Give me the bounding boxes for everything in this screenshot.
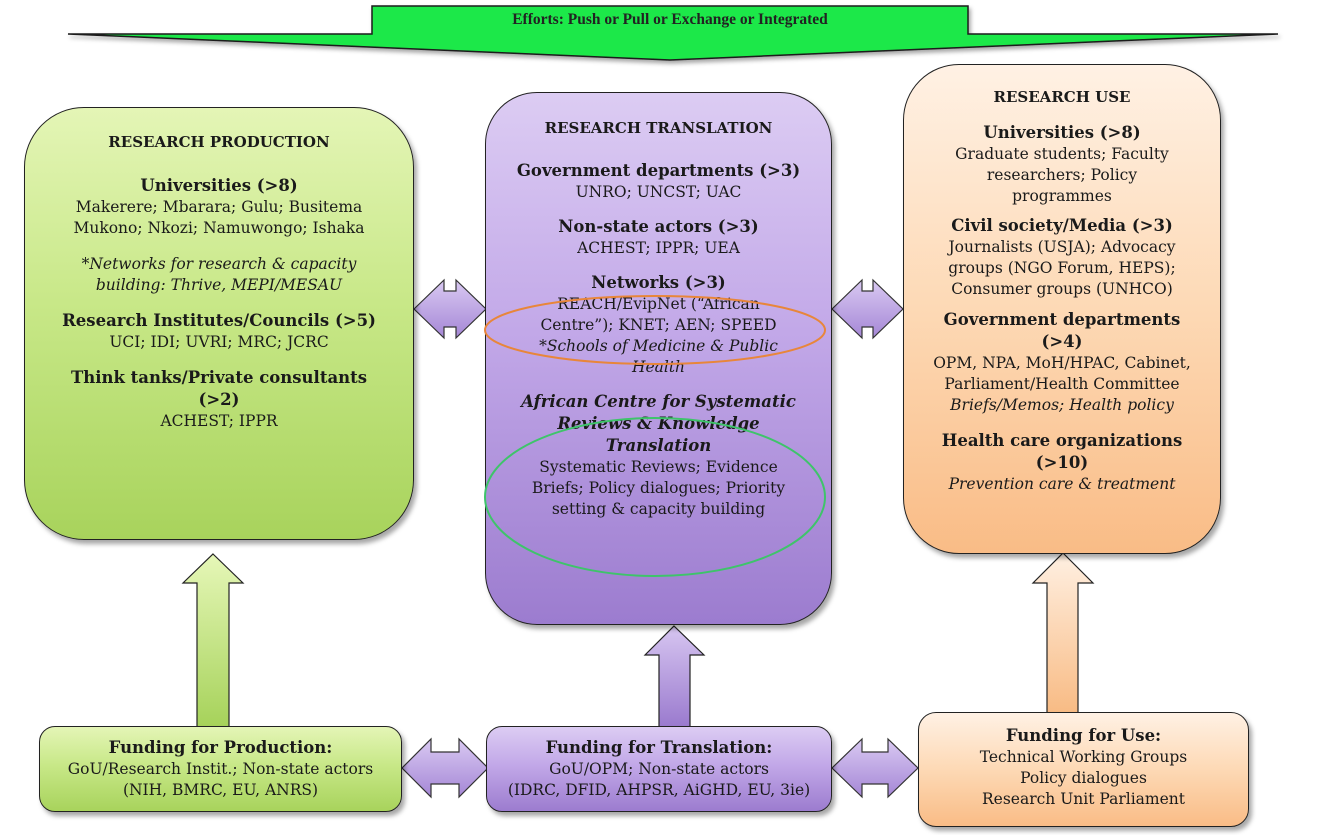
translation-acsr-line: Systematic Reviews; Evidence [539,458,778,476]
efforts-banner-arrow [67,5,1279,61]
use-universities-line: Graduate students; Faculty [955,145,1169,163]
use-title: RESEARCH USE [993,88,1131,106]
funding-translation-title: Funding for Translation: [545,738,773,757]
production-institutes-line: UCI; IDI; UVRI; MRC; JCRC [109,333,329,351]
use-health-heading: Health care organizations [941,431,1183,450]
funding-use-line: Technical Working Groups [979,748,1188,766]
production-thinktanks-heading: (>2) [198,390,240,409]
production-networks-note: building: Thrive, MEPI/MESAU [95,276,343,294]
translation-schools-note: *Schools of Medicine & Public [539,337,778,355]
production-universities-line: Mukono; Nkozi; Namuwongo; Ishaka [73,219,365,237]
double-arrow-funding-production-translation [401,737,489,799]
translation-acsr-heading: Translation [605,436,712,455]
funding-production-box: Funding for Production: GoU/Research Ins… [39,726,402,812]
production-thinktanks-line: ACHEST; IPPR [160,412,278,430]
funding-use-title: Funding for Use: [1005,726,1162,745]
double-arrow-funding-translation-use [831,737,919,799]
use-gov-heading: (>4) [1041,332,1083,351]
production-universities-line: Makerere; Mbarara; Gulu; Busitema [75,198,363,216]
double-arrow-production-translation [413,278,487,340]
funding-production-line: (NIH, BMRC, EU, ANRS) [122,781,319,799]
translation-acsr-heading: African Centre for Systematic [521,392,796,411]
use-civil-line: Consumer groups (UNHCO) [951,280,1173,298]
production-institutes-heading: Research Institutes/Councils (>5) [62,311,376,330]
funding-production-title: Funding for Production: [108,738,333,757]
translation-nonstate-line: ACHEST; IPPR; UEA [577,239,740,257]
use-gov-line: Parliament/Health Committee [944,375,1180,393]
translation-gov-line: UNRO; UNCST; UAC [575,183,742,201]
use-civil-line: groups (NGO Forum, HEPS); [948,259,1176,277]
translation-nonstate-heading: Non-state actors (>3) [558,217,759,236]
use-gov-note: Briefs/Memos; Health policy [950,396,1174,414]
translation-gov-heading: Government departments (>3) [516,161,801,180]
up-arrow-translation [643,625,706,728]
translation-networks-heading: Networks (>3) [591,273,726,292]
translation-title: RESEARCH TRANSLATION [544,119,773,137]
funding-production-line: GoU/Research Instit.; Non-state actors [67,760,374,778]
funding-use-line: Research Unit Parliament [982,790,1185,808]
use-civil-line: Journalists (USJA); Advocacy [948,238,1176,256]
production-title: RESEARCH PRODUCTION [108,133,330,151]
production-networks-note: *Networks for research & capacity [81,255,357,273]
funding-translation-line: GoU/OPM; Non-state actors [549,760,769,778]
production-thinktanks-heading: Think tanks/Private consultants [70,368,368,387]
use-gov-line: OPM, NPA, MoH/HPAC, Cabinet, [933,354,1191,372]
funding-translation-box: Funding for Translation: GoU/OPM; Non-st… [486,726,832,812]
use-gov-heading: Government departments [943,310,1181,329]
use-universities-heading: Universities (>8) [983,123,1141,142]
up-arrow-use [1031,552,1095,714]
use-health-heading: (>10) [1035,453,1089,472]
up-arrow-production [181,553,245,728]
research-use-box: RESEARCH USE Universities (>8) Graduate … [903,64,1221,554]
translation-acsr-heading: Reviews & Knowledge [557,414,760,433]
research-translation-box: RESEARCH TRANSLATION Government departme… [485,92,832,625]
translation-acsr-line: setting & capacity building [551,500,766,518]
funding-translation-line: (IDRC, DFID, AHPSR, AiGHD, EU, 3ie) [507,781,811,799]
use-universities-line: programmes [1012,187,1112,205]
translation-networks-line: REACH/EvipNet (“African [557,295,760,313]
efforts-banner-label: Efforts: Push or Pull or Exchange or Int… [512,11,828,28]
translation-schools-note: Health [631,358,686,376]
production-universities-heading: Universities (>8) [140,176,298,195]
translation-networks-line: Centre”); KNET; AEN; SPEED [540,316,777,334]
double-arrow-translation-use [831,278,904,340]
funding-use-line: Policy dialogues [1020,769,1147,787]
use-civil-heading: Civil society/Media (>3) [951,216,1173,235]
funding-use-box: Funding for Use: Technical Working Group… [918,712,1249,827]
use-health-note: Prevention care & treatment [948,475,1176,493]
use-universities-line: researchers; Policy [986,166,1138,184]
translation-acsr-line: Briefs; Policy dialogues; Priority [531,479,786,497]
research-production-box: RESEARCH PRODUCTION Universities (>8) Ma… [24,107,414,540]
